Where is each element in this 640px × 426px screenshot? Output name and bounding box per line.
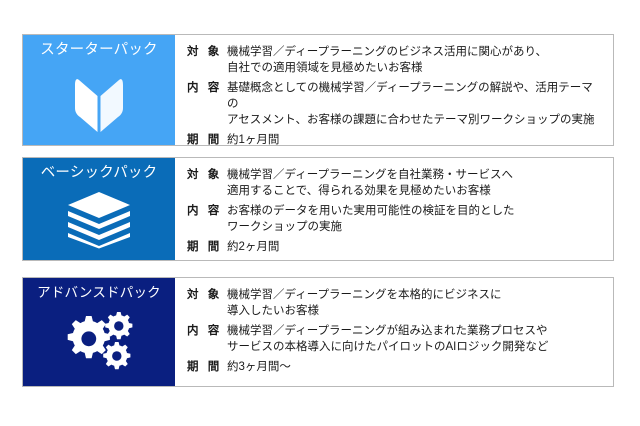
pack-banner-starter: スターターパック bbox=[23, 35, 175, 145]
pack-title: アドバンスドパック bbox=[37, 285, 161, 300]
detail-row-target: 対 象 機械学習／ディープラーニングを本格的にビジネスに 導入したいお客様 bbox=[187, 287, 603, 319]
detail-row-target: 対 象 機械学習／ディープラーニングを自社業務・サービスへ 適用することで、得ら… bbox=[187, 167, 603, 199]
detail-row-duration: 期 間 約3ヶ月間～ bbox=[187, 359, 603, 375]
pack-banner-basic: ベーシックパック bbox=[23, 158, 175, 260]
detail-label-target: 対 象 bbox=[187, 169, 223, 181]
detail-row-content: 内 容 基礎概念としての機械学習／ディープラーニングの解説や、活用テーマの アセ… bbox=[187, 80, 603, 128]
detail-value-duration: 約3ヶ月間～ bbox=[227, 361, 291, 373]
detail-value-content: 基礎概念としての機械学習／ディープラーニングの解説や、活用テーマの アセスメント… bbox=[227, 82, 595, 126]
pack-card-starter[interactable]: スターターパック 対 象 機械学習／ディープラーニングのビジネス活用に関心があり… bbox=[22, 34, 614, 146]
detail-value-target: 機械学習／ディープラーニングを本格的にビジネスに 導入したいお客様 bbox=[227, 289, 502, 317]
detail-value-duration: 約2ヶ月間 bbox=[227, 241, 280, 253]
detail-label-content: 内 容 bbox=[187, 325, 223, 337]
detail-label-target: 対 象 bbox=[187, 46, 223, 58]
stacked-layers-icon bbox=[23, 180, 175, 260]
pack-card-basic[interactable]: ベーシックパック 対 象 機械学習／ディープラーニングを自社業務・サービスへ 適… bbox=[22, 157, 614, 261]
pack-details-basic: 対 象 機械学習／ディープラーニングを自社業務・サービスへ 適用することで、得ら… bbox=[175, 158, 613, 260]
sprout-leaf-icon bbox=[23, 57, 175, 145]
detail-value-target: 機械学習／ディープラーニングのビジネス活用に関心があり、 自社での適用領域を見極… bbox=[227, 46, 548, 74]
detail-row-content: 内 容 機械学習／ディープラーニングが組み込まれた業務プロセスや サービスの本格… bbox=[187, 323, 603, 355]
detail-row-content: 内 容 お客様のデータを用いた実用可能性の検証を目的とした ワークショップの実施 bbox=[187, 203, 603, 235]
pack-details-starter: 対 象 機械学習／ディープラーニングのビジネス活用に関心があり、 自社での適用領… bbox=[175, 35, 613, 148]
detail-label-duration: 期 間 bbox=[187, 241, 223, 253]
pack-title: ベーシックパック bbox=[40, 165, 158, 181]
pack-title: スターターパック bbox=[40, 42, 158, 58]
pack-details-advanced: 対 象 機械学習／ディープラーニングを本格的にビジネスに 導入したいお客様 内 … bbox=[175, 278, 613, 386]
detail-label-target: 対 象 bbox=[187, 289, 223, 301]
detail-row-target: 対 象 機械学習／ディープラーニングのビジネス活用に関心があり、 自社での適用領… bbox=[187, 44, 603, 76]
detail-label-content: 内 容 bbox=[187, 82, 223, 94]
detail-label-content: 内 容 bbox=[187, 205, 223, 217]
detail-value-duration: 約1ヶ月間 bbox=[227, 134, 280, 146]
pack-banner-advanced: アドバンスドパック bbox=[23, 278, 175, 386]
pack-card-advanced[interactable]: アドバンスドパック bbox=[22, 277, 614, 387]
detail-row-duration: 期 間 約2ヶ月間 bbox=[187, 239, 603, 255]
detail-row-duration: 期 間 約1ヶ月間 bbox=[187, 132, 603, 148]
detail-label-duration: 期 間 bbox=[187, 361, 223, 373]
detail-value-content: お客様のデータを用いた実用可能性の検証を目的とした ワークショップの実施 bbox=[227, 205, 515, 233]
detail-value-target: 機械学習／ディープラーニングを自社業務・サービスへ 適用することで、得られる効果… bbox=[227, 169, 514, 197]
detail-label-duration: 期 間 bbox=[187, 134, 223, 146]
detail-value-content: 機械学習／ディープラーニングが組み込まれた業務プロセスや サービスの本格導入に向… bbox=[227, 325, 549, 353]
gears-icon bbox=[23, 299, 175, 386]
